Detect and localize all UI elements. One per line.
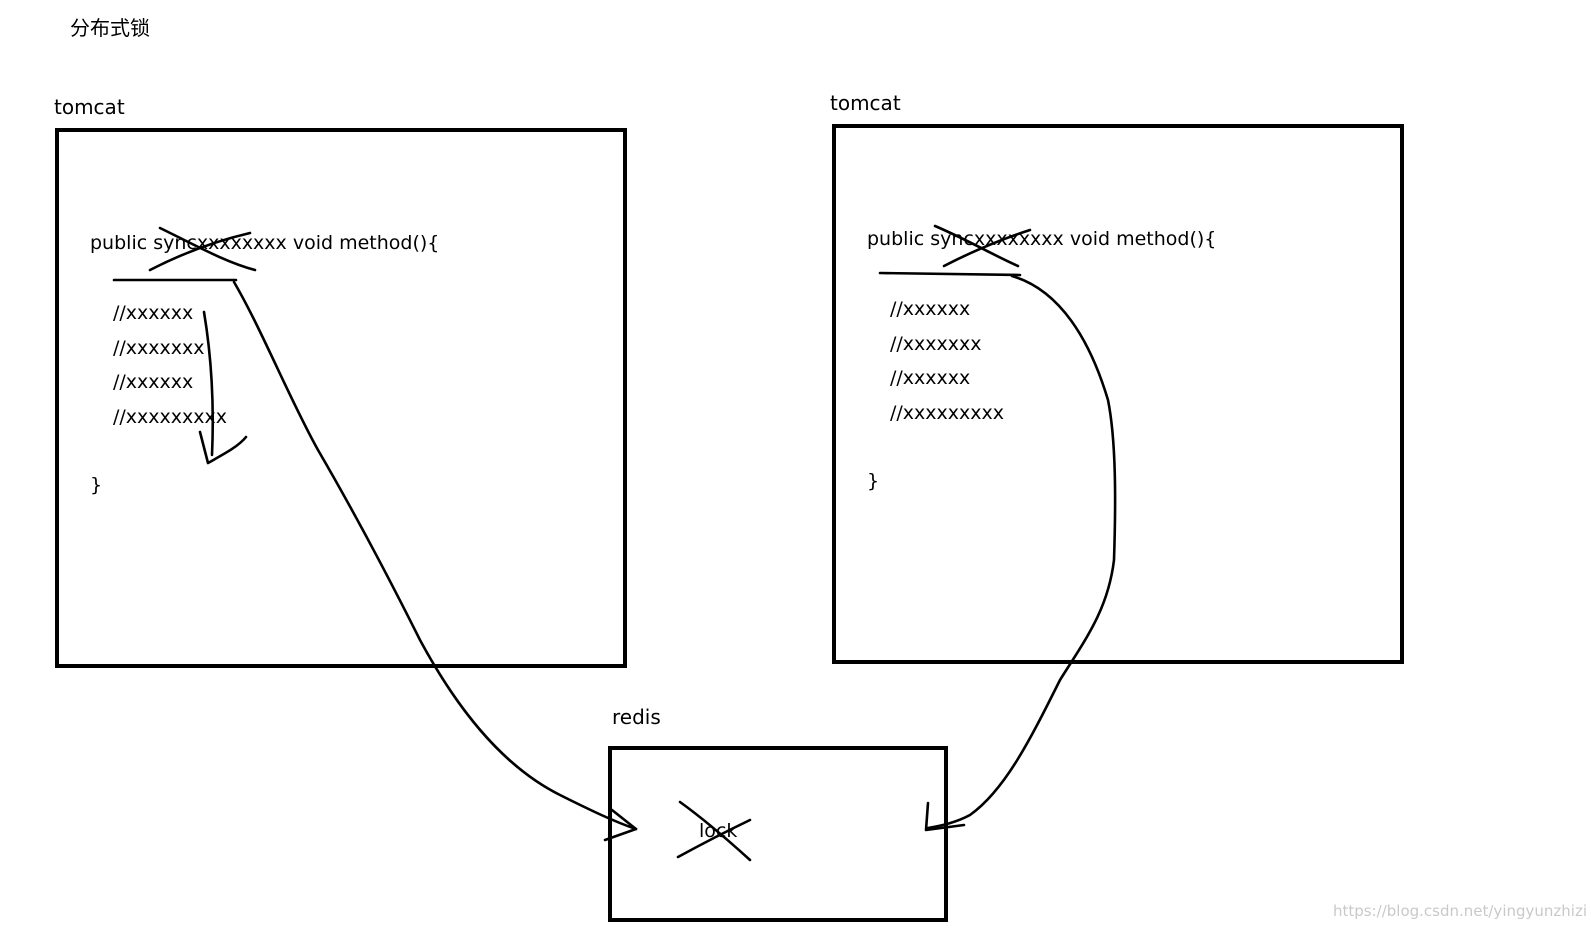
right-code-line-2: //xxxxxxx <box>890 333 982 355</box>
watermark: https://blog.csdn.net/yingyunzhizi <box>1332 902 1587 920</box>
right-code-line-1: //xxxxxx <box>890 298 971 320</box>
left-to-redis-curve <box>232 280 638 831</box>
left-flow-arrow <box>198 430 248 465</box>
right-code-line-4: //xxxxxxxxx <box>890 402 1004 424</box>
right-sync-strike <box>942 228 1032 268</box>
redis-box <box>608 746 948 922</box>
right-code-line-3: //xxxxxx <box>890 367 971 389</box>
left-tomcat-label: tomcat <box>54 95 125 119</box>
left-code-line-2: //xxxxxxx <box>113 337 205 359</box>
right-sync-strike <box>933 224 1020 268</box>
right-closing-brace: } <box>867 470 880 492</box>
lock-strike <box>676 818 752 859</box>
diagram-title: 分布式锁 <box>70 16 150 40</box>
left-code-line-4: //xxxxxxxxx <box>113 406 227 428</box>
left-method-signature: public syncxxxxxxxx void method(){ <box>90 232 440 254</box>
left-flow-arrow <box>202 310 215 457</box>
left-tomcat-box <box>55 128 627 668</box>
left-closing-brace: } <box>90 474 103 496</box>
right-tomcat-box <box>832 124 1404 664</box>
right-to-redis-curve <box>926 274 1117 830</box>
left-code-line-1: //xxxxxx <box>113 302 194 324</box>
right-underline <box>878 271 1022 277</box>
right-arrowhead <box>924 801 966 832</box>
left-sync-strike <box>148 231 252 272</box>
left-code-line-3: //xxxxxx <box>113 371 194 393</box>
left-arrowhead <box>603 808 638 842</box>
left-sync-strike <box>158 226 257 272</box>
lock-strike <box>678 800 752 862</box>
right-tomcat-label: tomcat <box>830 91 901 115</box>
redis-label: redis <box>612 705 661 729</box>
right-method-signature: public syncxxxxxxxx void method(){ <box>867 228 1217 250</box>
